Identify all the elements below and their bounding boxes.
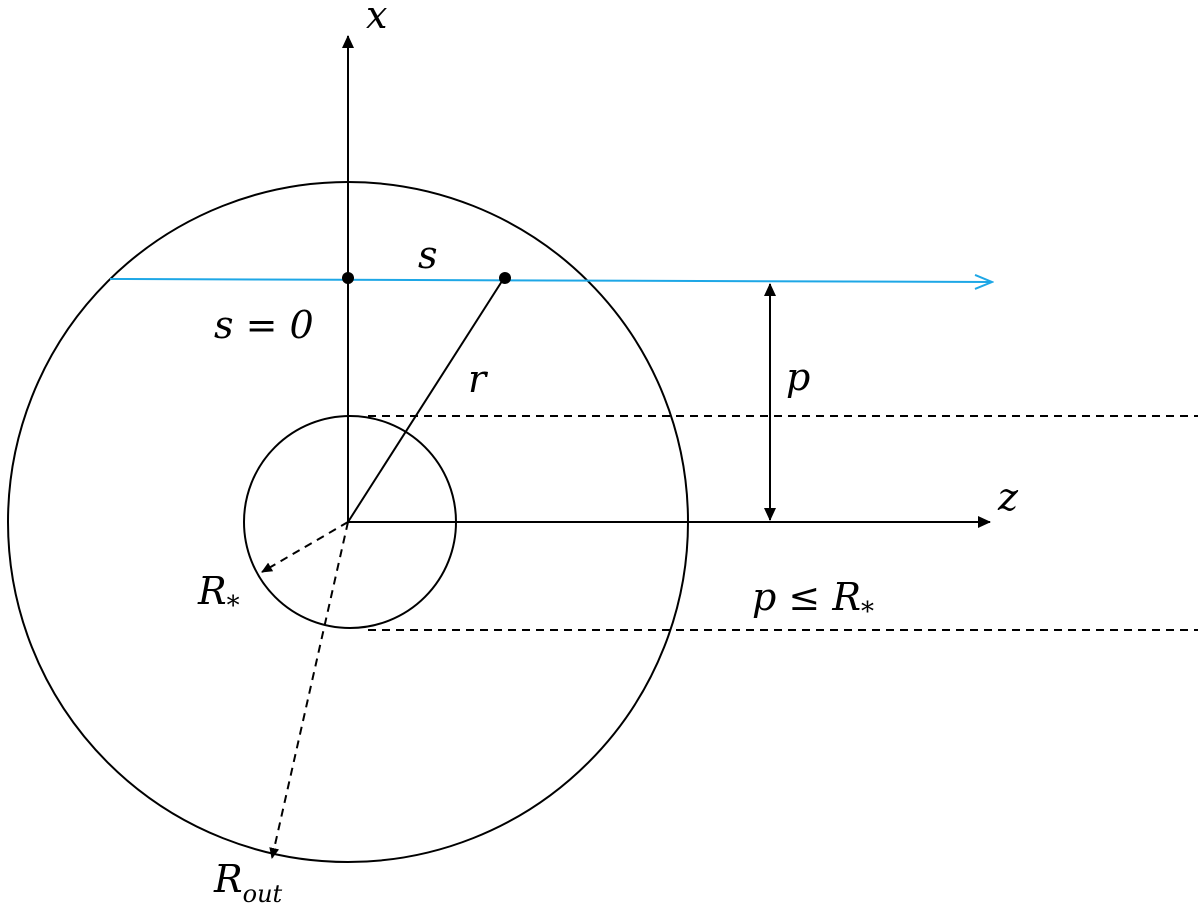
r-star-radius-dashed bbox=[261, 521, 349, 573]
r-star-label: R* bbox=[197, 569, 240, 621]
point-s bbox=[499, 272, 511, 284]
p-condition-main: p ≤ R bbox=[752, 575, 861, 619]
p-label: p bbox=[786, 355, 810, 399]
p-condition-sub: * bbox=[861, 597, 874, 627]
r-out-radius-dashed bbox=[269, 521, 349, 859]
r-star-sub: * bbox=[227, 591, 240, 621]
s-zero-label: s = 0 bbox=[214, 303, 314, 347]
r-star-main: R bbox=[197, 569, 227, 613]
ray-line bbox=[109, 279, 992, 282]
radius-r-line bbox=[347, 277, 505, 523]
p-condition-label: p ≤ R* bbox=[752, 575, 874, 627]
r-out-label: Rout bbox=[213, 857, 283, 908]
z-axis-label: z bbox=[997, 475, 1019, 519]
r-out-sub: out bbox=[243, 880, 283, 908]
r-out-main: R bbox=[213, 857, 243, 901]
r-label: r bbox=[468, 357, 489, 401]
point-s-zero bbox=[342, 272, 354, 284]
x-axis-label: x bbox=[366, 0, 387, 37]
s-label: s bbox=[418, 233, 438, 277]
